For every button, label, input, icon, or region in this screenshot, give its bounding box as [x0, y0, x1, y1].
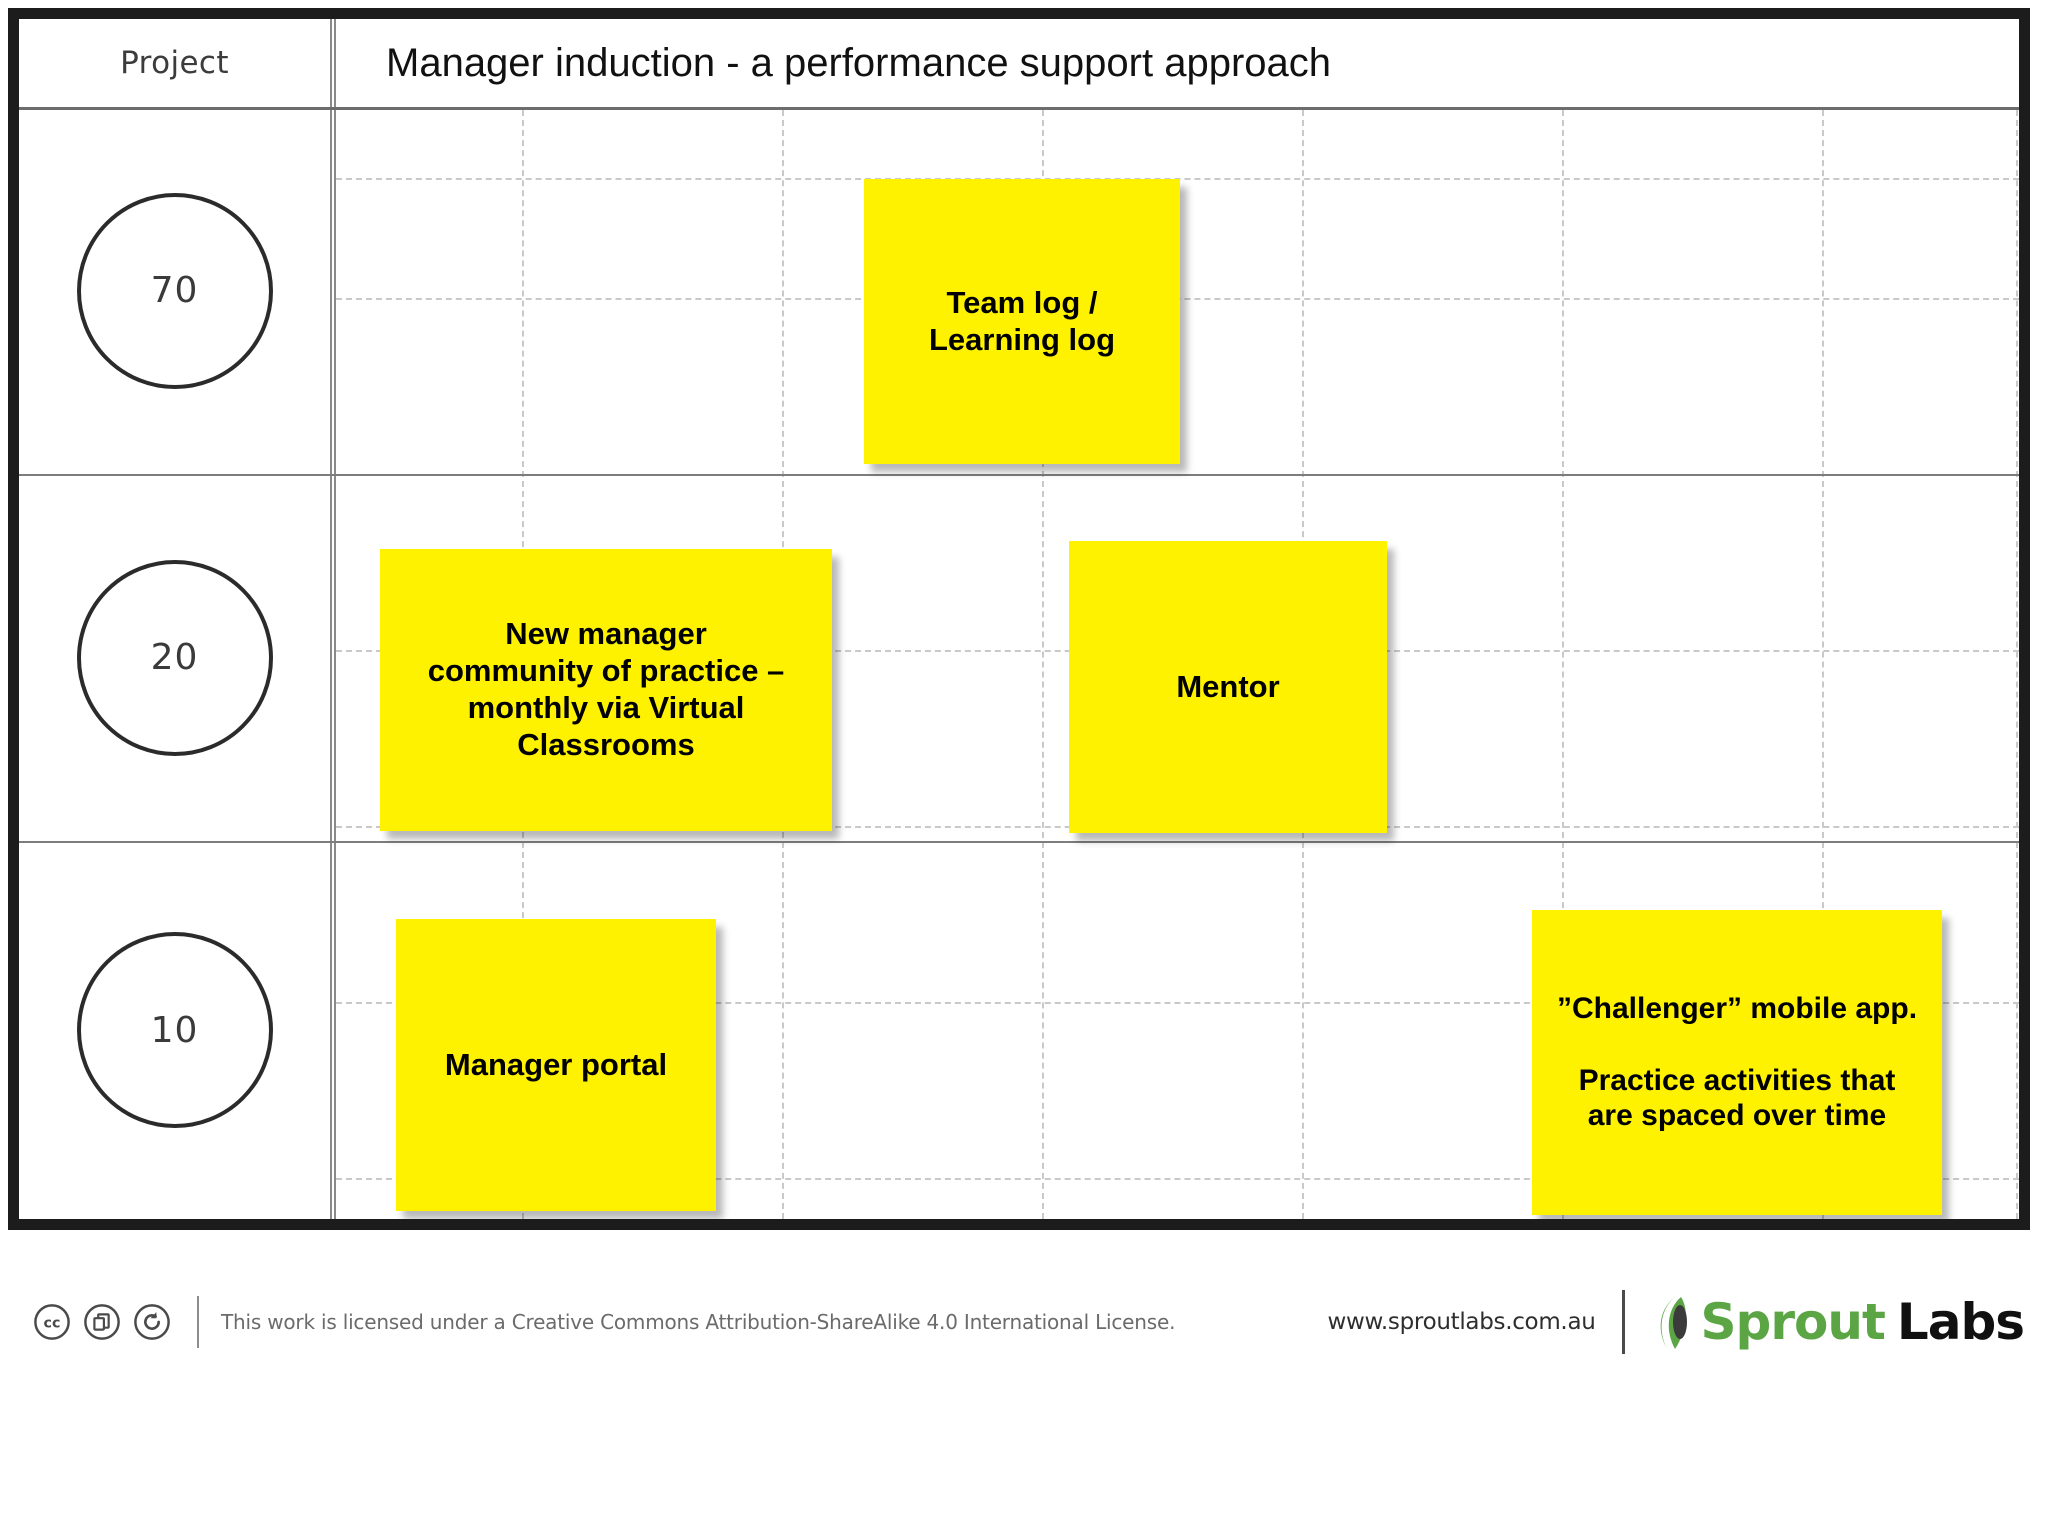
brand-divider [1621, 1290, 1625, 1354]
row-separator-2 [19, 841, 2019, 843]
gridline-v-6 [1822, 110, 1824, 1219]
gridline-h-6 [336, 1002, 2019, 1004]
footer-divider [197, 1296, 199, 1348]
sticky-note-mentor[interactable]: Mentor [1069, 541, 1387, 833]
footer: cc This work is licensed under a Creativ… [0, 1272, 2048, 1372]
project-column-header-label: Project [120, 45, 229, 81]
header-separator [19, 107, 2019, 110]
row-separator-1 [19, 474, 2019, 476]
gridline-h-7 [336, 1178, 2019, 1180]
level-number-10: 10 [150, 1009, 199, 1051]
sticky-note-community-of-practice[interactable]: New manager community of practice – mont… [380, 549, 832, 831]
sprout-labs-logo: Sprout Labs [1651, 1291, 2025, 1353]
svg-text:cc: cc [44, 1316, 61, 1332]
creative-commons-icon: cc [34, 1304, 70, 1340]
gridline-v-7 [2016, 110, 2018, 1219]
license-text: This work is licensed under a Creative C… [221, 1310, 1176, 1334]
level-cell-70: 70 [19, 107, 330, 474]
project-board: Project 70 20 10 Manager induction - a p… [8, 8, 2030, 1230]
gridline-v-3 [1042, 110, 1044, 1219]
sticky-note-team-log[interactable]: Team log / Learning log [864, 179, 1180, 464]
creative-commons-block: cc This work is licensed under a Creativ… [33, 1296, 1175, 1348]
column-divider [330, 19, 336, 1219]
brand-primary-text: Sprout [1700, 1293, 1886, 1351]
sprout-leaf-icon [1660, 1295, 1687, 1349]
sticky-note-grid: Team log / Learning log New manager comm… [336, 110, 2019, 1219]
level-circle-20: 20 [76, 559, 273, 756]
brand-block: www.sproutlabs.com.au Sprout Labs [1328, 1290, 2025, 1354]
page-title: Manager induction - a performance suppor… [386, 40, 1331, 85]
project-column-header: Project [19, 19, 330, 107]
sticky-note-challenger-app[interactable]: ”Challenger” mobile app. Practice activi… [1532, 910, 1942, 1215]
website-url[interactable]: www.sproutlabs.com.au [1327, 1309, 1596, 1335]
sticky-note-community-of-practice-text: New manager community of practice – mont… [427, 616, 785, 762]
board-title-cell: Manager induction - a performance suppor… [336, 19, 2019, 107]
level-circle-70: 70 [76, 192, 273, 389]
level-number-20: 20 [150, 637, 199, 678]
sticky-note-mentor-text: Mentor [1176, 668, 1280, 704]
gridline-v-5 [1562, 110, 1564, 1219]
sticky-note-team-log-text: Team log / Learning log [929, 284, 1115, 357]
brand-secondary-text: Labs [1896, 1293, 2025, 1351]
level-number-70: 70 [150, 270, 199, 311]
sticky-note-manager-portal-text: Manager portal [444, 1046, 668, 1082]
sticky-note-manager-portal[interactable]: Manager portal [396, 919, 716, 1211]
sticky-note-challenger-app-text: ”Challenger” mobile app. Practice activi… [1556, 992, 1918, 1133]
share-alike-icon [134, 1304, 170, 1340]
attribution-by-icon [84, 1304, 120, 1340]
level-cell-10: 10 [19, 841, 330, 1219]
level-cell-20: 20 [19, 474, 330, 841]
level-circle-10: 10 [76, 932, 273, 1128]
